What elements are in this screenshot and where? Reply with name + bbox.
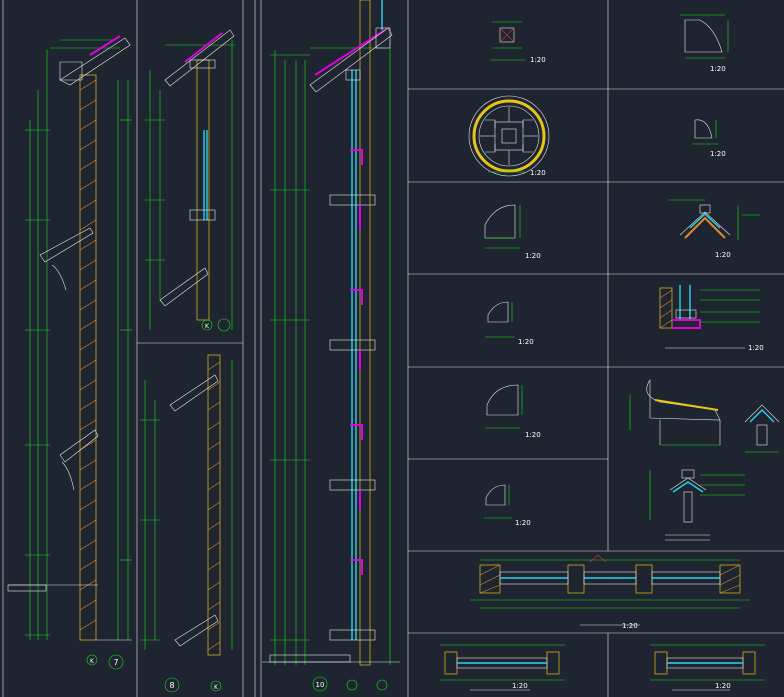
detail-window-plan-3: 1:20 (650, 644, 765, 691)
section-7-number: 7 (113, 658, 118, 667)
detail-window-sill: 1:20 (659, 285, 764, 352)
detail-column-cap (649, 469, 745, 541)
detail-ogee-1: 1:20 (680, 14, 729, 73)
detail-scale-11: 1:20 (622, 622, 638, 630)
detail-arch-4: 1:20 (484, 484, 531, 527)
detail-scale-13: 1:20 (715, 682, 731, 690)
section-8-wall: 8 K (140, 354, 233, 693)
detail-scale-12: 1:20 (512, 682, 528, 690)
detail-scale-2: 1:20 (530, 169, 546, 177)
detail-window-plan-2: 1:20 (440, 644, 565, 691)
detail-eave (629, 379, 780, 453)
axis-label-upper: K (205, 323, 210, 330)
detail-ogee-2: 1:20 (692, 119, 726, 158)
section-10-number: 10 (316, 681, 325, 689)
section-10-wall: 10 (262, 0, 400, 692)
detail-scale-6: 1:20 (515, 519, 531, 527)
detail-arch-2: 1:20 (485, 301, 534, 346)
detail-scale-4: 1:20 (518, 338, 534, 346)
detail-window-plan-1: 1:20 (470, 554, 750, 630)
detail-scale-9: 1:20 (715, 251, 731, 259)
detail-scale-8: 1:20 (710, 150, 726, 158)
detail-round-window: 1:20 (468, 95, 550, 177)
detail-scale-1: 1:20 (530, 56, 546, 64)
detail-scale-3: 1:20 (525, 252, 541, 260)
detail-ridge: 1:20 (668, 199, 760, 259)
section-7-wall: K 7 (7, 35, 132, 670)
section-8-number: 8 (169, 681, 174, 690)
detail-scale-10: 1:20 (748, 344, 764, 352)
detail-arch-3: 1:20 (485, 384, 541, 439)
detail-scale-7: 1:20 (710, 65, 726, 73)
detail-arch-1: 1:20 (484, 204, 541, 260)
section-upper-middle: K (145, 29, 235, 332)
axis-label-s7: K (90, 658, 95, 665)
axis-label-s8: K (214, 684, 219, 691)
detail-small-block: 1:20 (490, 21, 546, 64)
detail-scale-5: 1:20 (525, 431, 541, 439)
